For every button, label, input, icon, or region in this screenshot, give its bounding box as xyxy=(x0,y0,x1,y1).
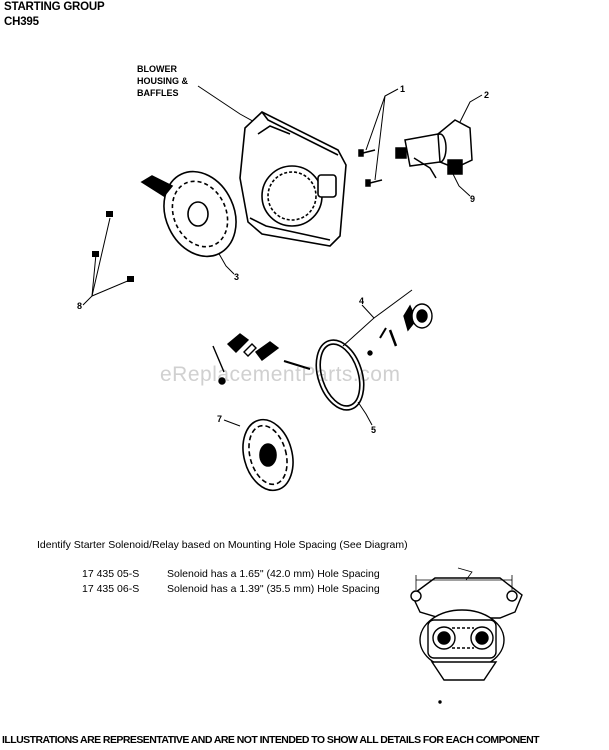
label-blower-line2: HOUSING & xyxy=(137,76,189,86)
leader-8c xyxy=(91,279,131,297)
leader-5 xyxy=(357,401,373,426)
label-blower-line1: BLOWER xyxy=(137,64,177,74)
part-number-1: 1 xyxy=(400,84,406,94)
model-number: CH395 xyxy=(4,16,39,28)
solenoid-info-title: Identify Starter Solenoid/Relay based on… xyxy=(37,539,408,551)
leader-9 xyxy=(451,171,471,197)
leader-4b xyxy=(373,289,413,319)
solenoid-description: Solenoid has a 1.39" (35.5 mm) Hole Spac… xyxy=(167,583,380,595)
part-number-7: 7 xyxy=(217,414,223,424)
bolt-1a xyxy=(358,149,376,157)
repair-kit-parts xyxy=(212,303,433,385)
part-number-4: 4 xyxy=(359,296,365,306)
blower-housing xyxy=(239,111,347,247)
leader-4a xyxy=(342,304,375,347)
leader-8b xyxy=(91,253,97,297)
leader-blower-housing xyxy=(197,85,259,125)
leader-3 xyxy=(217,251,235,275)
pulley xyxy=(242,418,294,492)
solenoid-description: Solenoid has a 1.65" (42.0 mm) Hole Spac… xyxy=(167,568,380,580)
part-number-9: 9 xyxy=(470,194,476,204)
part-number-2: 2 xyxy=(484,90,490,100)
solenoid-part-number: 17 435 05-S xyxy=(82,568,140,580)
part-number-8: 8 xyxy=(77,301,83,311)
part-number-5: 5 xyxy=(371,425,377,435)
page-title: STARTING GROUP xyxy=(4,1,105,13)
solenoid-mounting-diagram xyxy=(410,567,523,704)
nuts-8 xyxy=(92,211,134,282)
disclaimer-footer: ILLUSTRATIONS ARE REPRESENTATIVE AND ARE… xyxy=(2,734,540,746)
leader-7 xyxy=(223,419,241,427)
bolt-1b xyxy=(365,179,383,187)
recoil-starter xyxy=(140,170,237,258)
part-number-3: 3 xyxy=(234,272,240,282)
solenoid-part-number: 17 435 06-S xyxy=(82,583,140,595)
leader-2 xyxy=(459,94,483,123)
starter-motor xyxy=(395,119,473,179)
leader-1b xyxy=(374,95,386,181)
leader-8a xyxy=(82,217,111,306)
label-blower-line3: BAFFLES xyxy=(137,88,179,98)
recoil-spring xyxy=(315,339,365,411)
